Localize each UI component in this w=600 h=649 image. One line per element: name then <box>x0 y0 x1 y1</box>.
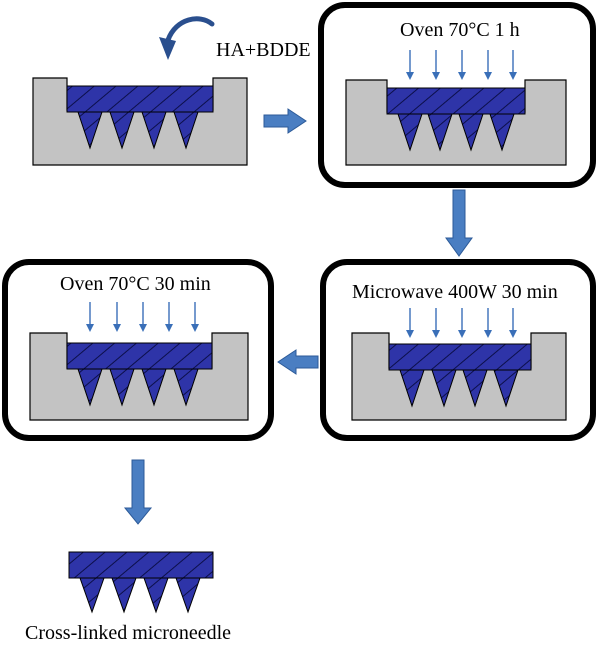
microneedle-patch <box>386 87 526 152</box>
final-product: Cross-linked microneedle <box>25 551 231 644</box>
heat-arrows <box>406 308 517 338</box>
heat-arrows <box>406 50 517 80</box>
down-arrow-icon <box>432 308 440 338</box>
down-arrow-icon <box>484 308 492 338</box>
down-arrow-icon <box>432 50 440 80</box>
down-arrow-icon <box>484 50 492 80</box>
flow-arrow-left <box>277 349 319 375</box>
down-arrow-icon <box>509 308 517 338</box>
reagent-label: HA+BDDE <box>216 39 311 61</box>
down-arrow-icon <box>509 50 517 80</box>
step-oven-1h: Oven 70°C 1 h <box>318 2 596 188</box>
curved-arrow-icon <box>159 16 215 60</box>
down-arrow-icon <box>406 50 414 80</box>
microneedle-patch <box>388 343 532 408</box>
final-product-label: Cross-linked microneedle <box>25 622 231 644</box>
down-arrow-icon <box>86 302 94 332</box>
step-microwave-label: Microwave 400W 30 min <box>352 281 558 303</box>
down-arrow-icon <box>113 302 121 332</box>
step-frame <box>318 2 596 188</box>
microneedle-patch <box>66 85 214 150</box>
flow-arrow-down <box>123 459 153 525</box>
step-oven-30min-label: Oven 70°C 30 min <box>60 273 211 295</box>
down-arrow-icon <box>406 308 414 338</box>
down-arrow-icon <box>191 302 199 332</box>
step-microwave: Microwave 400W 30 min <box>320 259 596 441</box>
flow-arrow-down <box>445 189 473 257</box>
down-arrow-icon <box>139 302 147 332</box>
down-arrow-icon <box>458 308 466 338</box>
step-oven-30min: Oven 70°C 30 min <box>2 259 274 441</box>
down-arrow-icon <box>165 302 173 332</box>
microneedle-patch <box>66 342 213 407</box>
microneedle-patch <box>68 551 214 614</box>
step-frame <box>2 259 274 441</box>
step-oven-1h-label: Oven 70°C 1 h <box>400 19 520 41</box>
down-arrow-icon <box>458 50 466 80</box>
heat-arrows <box>86 302 199 332</box>
flow-arrow-right <box>263 108 307 134</box>
step-frame <box>320 259 596 441</box>
step-initial-cast: HA+BDDE <box>32 16 311 166</box>
